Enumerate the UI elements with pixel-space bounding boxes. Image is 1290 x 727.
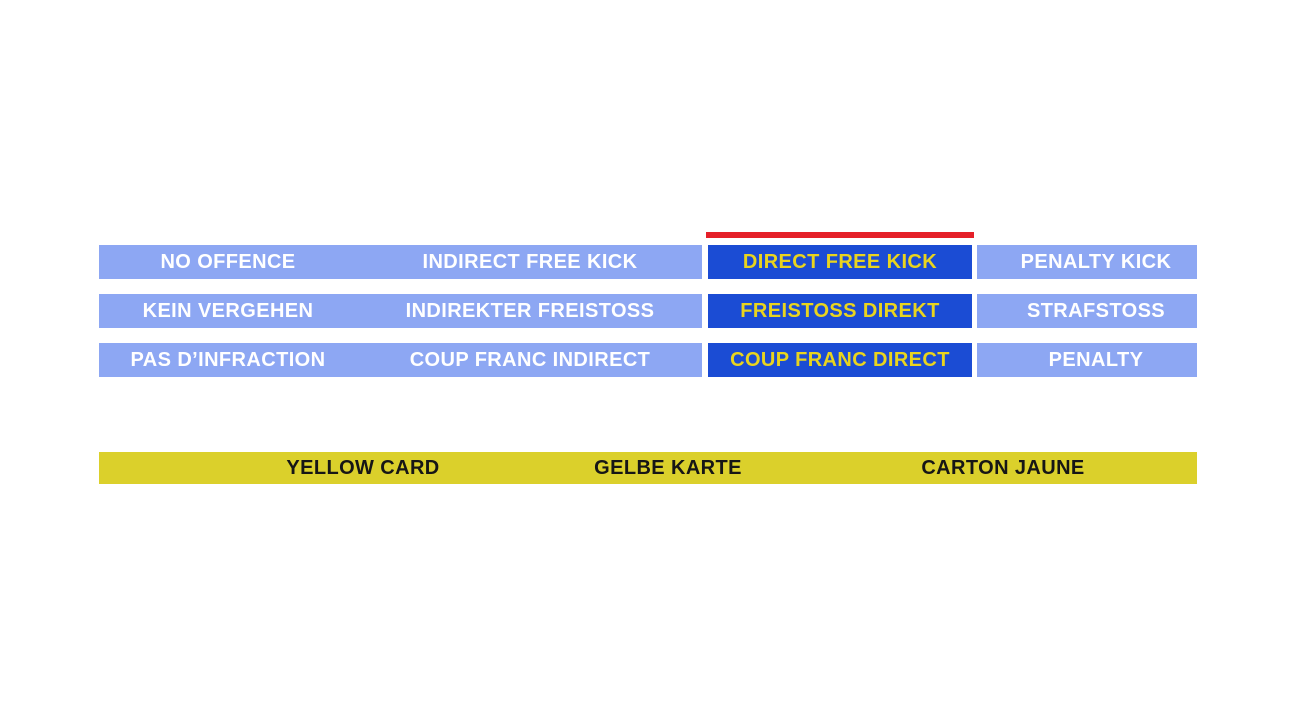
yellow-card-bar[interactable]: YELLOW CARD GELBE KARTE CARTON JAUNE (99, 452, 1197, 484)
row-background-right (977, 294, 1197, 328)
option-coup-franc-direct[interactable]: COUP FRANC DIRECT (730, 348, 950, 371)
row-background-right (977, 343, 1197, 377)
option-no-offence[interactable]: NO OFFENCE (160, 250, 296, 273)
options-row-french: PAS D’INFRACTION COUP FRANC INDIRECT COU… (99, 343, 1197, 377)
option-strafstoss[interactable]: STRAFSTOSS (1026, 299, 1166, 322)
card-label-french: CARTON JAUNE (921, 456, 1085, 479)
option-freistoss-direkt[interactable]: FREISTOSS DIREKT (740, 299, 940, 322)
row-background-left (99, 294, 702, 328)
option-pas-d-infraction[interactable]: PAS D’INFRACTION (130, 348, 326, 371)
row-background-left (99, 245, 702, 279)
selected-option-cell-french[interactable] (708, 343, 972, 377)
option-direct-free-kick[interactable]: DIRECT FREE KICK (742, 250, 938, 273)
row-background-left (99, 343, 702, 377)
option-indirect-free-kick[interactable]: INDIRECT FREE KICK (422, 250, 638, 273)
option-penalty-kick[interactable]: PENALTY KICK (1020, 250, 1172, 273)
options-row-english: NO OFFENCE INDIRECT FREE KICK DIRECT FRE… (99, 245, 1197, 279)
card-label-german: GELBE KARTE (594, 456, 742, 479)
option-coup-franc-indirect[interactable]: COUP FRANC INDIRECT (409, 348, 651, 371)
row-background-right (977, 245, 1197, 279)
selected-option-cell-english[interactable] (708, 245, 972, 279)
options-row-german: KEIN VERGEHEN INDIREKTER FREISTOSS FREIS… (99, 294, 1197, 328)
option-kein-vergehen[interactable]: KEIN VERGEHEN (142, 299, 314, 322)
option-penalty[interactable]: PENALTY (1048, 348, 1144, 371)
selected-option-cell-german[interactable] (708, 294, 972, 328)
card-label-english: YELLOW CARD (286, 456, 440, 479)
selection-indicator-bar (706, 232, 974, 238)
option-indirekter-freistoss[interactable]: INDIREKTER FREISTOSS (405, 299, 655, 322)
